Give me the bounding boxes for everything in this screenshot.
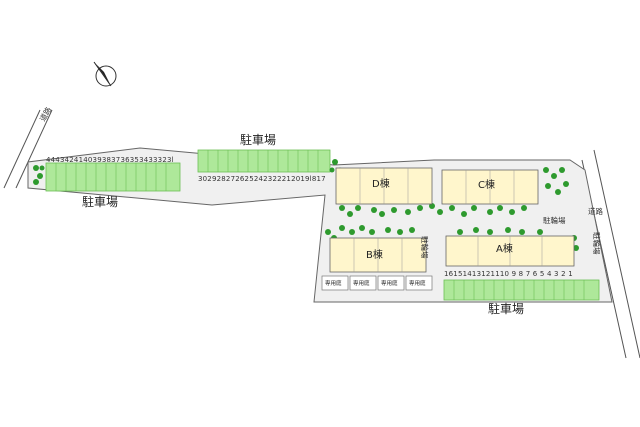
building-b-label: B棟 [366, 248, 383, 261]
bike-parking-label-right: 駐輪場 [543, 215, 566, 225]
bike-parking-label-vertical: 駐輪場 [592, 232, 602, 255]
parking-left [45, 162, 181, 192]
storage-label: 専用庭 [409, 279, 426, 287]
building-a-label: A棟 [496, 242, 513, 255]
storage-label: 専用庭 [381, 279, 398, 287]
storage-label: 専用庭 [325, 279, 342, 287]
parking-top [197, 149, 331, 173]
building-d-label: D棟 [372, 177, 390, 190]
parking-label-left: 駐車場 [82, 194, 118, 209]
bike-parking-label-center: 駐輪場 [420, 236, 430, 259]
parking-numbers-top: 302928272625242322212019l817 [198, 175, 326, 183]
parking-numbers-left: 444342414039383736353433323l [46, 156, 174, 164]
building-d: D棟 [335, 167, 433, 205]
north-arrow-icon [93, 61, 117, 87]
parking-label-top: 駐車場 [240, 132, 276, 147]
building-a: A棟 [445, 235, 575, 267]
road-label-left: 道路 [37, 105, 53, 123]
road-left [3, 109, 53, 189]
parking-bottom [443, 279, 600, 301]
building-c: C棟 [441, 169, 539, 205]
storage-row: 専用庭 専用庭 専用庭 専用庭 [321, 275, 433, 291]
building-b: B棟 [329, 237, 427, 273]
building-c-label: C棟 [478, 178, 495, 191]
road-label-right: 道路 [588, 206, 603, 216]
parking-numbers-bottom: 16151413121110 9 8 7 6 5 4 3 2 1 [444, 270, 573, 278]
storage-label: 専用庭 [353, 279, 370, 287]
parking-label-bottom: 駐車場 [488, 301, 524, 316]
